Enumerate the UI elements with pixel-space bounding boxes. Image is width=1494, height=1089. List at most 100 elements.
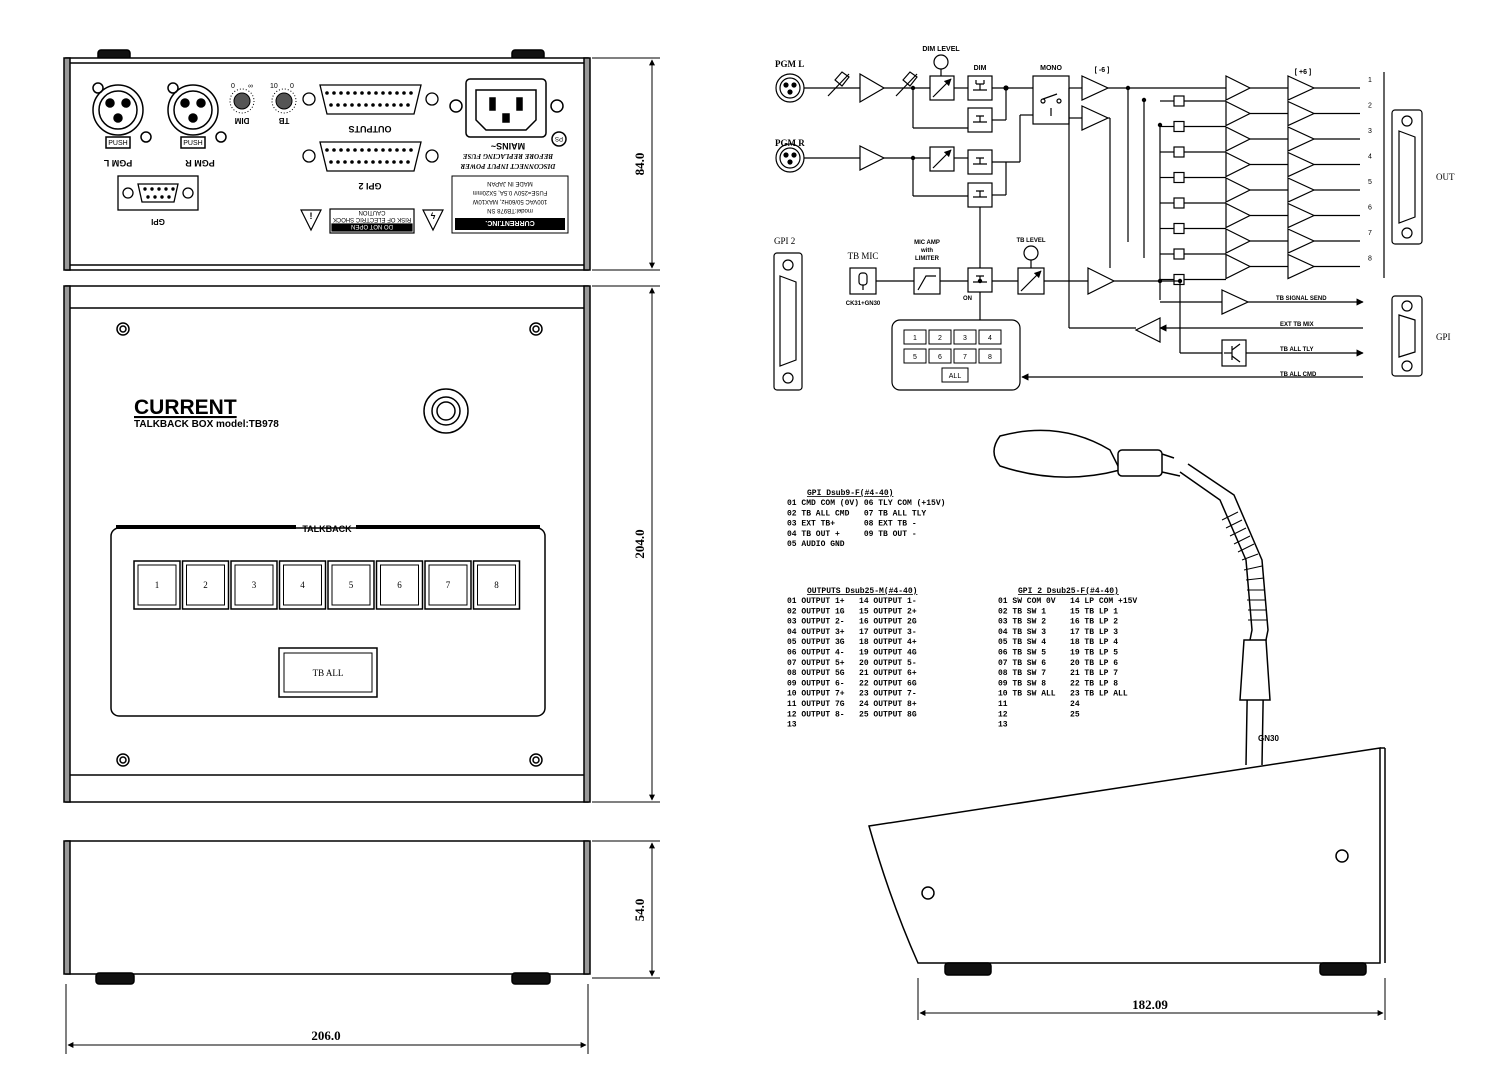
pgm-r-connector — [167, 82, 227, 149]
gooseneck-coil — [1221, 511, 1267, 621]
talkback-button-4[interactable]: 4 — [278, 560, 327, 610]
pinout-table-row: 10 OUTPUT 7+ 23 OUTPUT 7- — [787, 690, 917, 699]
pinout-table-row: 13 — [787, 721, 797, 730]
bd-dim-level-label: DIM LEVEL — [922, 46, 960, 53]
pinout-table-row: 08 TB SW 7 21 TB LP 7 — [998, 669, 1118, 678]
side-view — [868, 747, 1386, 976]
diagram-button-8: 8 — [978, 348, 1002, 364]
tb-all-button-label: TB ALL — [313, 668, 344, 678]
output-channel-3: 3 — [1160, 126, 1372, 158]
gooseneck-microphone — [993, 429, 1271, 766]
pinout-table-title: GPI Dsub9-F(#4-40) — [807, 489, 893, 498]
pinout-table-row: 02 TB SW 1 15 TB LP 1 — [998, 607, 1118, 616]
tb-all-button[interactable] — [278, 647, 378, 698]
pinout-table-row: 10 TB SW ALL 23 TB LP ALL — [998, 690, 1128, 699]
dim-knob-label: DIM — [234, 116, 249, 125]
outputs-dsub25-connector — [302, 84, 439, 115]
bd-tb-all-cmd-label: TB ALL CMD — [1280, 372, 1317, 378]
talkback-button-label: 1 — [155, 580, 160, 590]
caution-line-1: CAUTION — [359, 209, 386, 215]
diagram-button-5: 5 — [903, 348, 927, 364]
fuse-warning-line-2: BEFORE REPLACING FUSE — [463, 152, 555, 160]
junction-dots — [910, 85, 1183, 284]
dimension-rear-height — [592, 57, 660, 271]
talkback-button-3[interactable]: 3 — [230, 560, 278, 610]
talkback-button-label: 5 — [349, 580, 354, 590]
mains-label: MAINS~ — [491, 141, 525, 151]
pinout-table-row: 12 25 — [998, 710, 1080, 719]
talkback-button-8[interactable]: 8 — [472, 560, 521, 610]
diagram-button-7: 7 — [953, 348, 977, 364]
output-channel-number: 2 — [1368, 103, 1372, 110]
diagram-button-all-label: ALL — [949, 373, 962, 380]
bd-pgm-l-label: PGM L — [775, 59, 804, 69]
pinout-table-row: 07 TB SW 6 20 TB LP 6 — [998, 659, 1118, 668]
bd-dim-label: DIM — [974, 65, 987, 72]
gpi-connector-label: GPI — [151, 217, 165, 226]
dimension-side-length-value: 182.09 — [1132, 997, 1168, 1012]
talkback-button-1[interactable]: 1 — [133, 560, 181, 610]
talkback-button-label: 3 — [252, 580, 257, 590]
tb-knob[interactable] — [271, 88, 297, 114]
dim-knob-inf: ∞ — [248, 83, 253, 90]
diagram-button-2: 2 — [928, 329, 952, 345]
dim-knob[interactable] — [229, 88, 255, 114]
dim-knob-zero: 0 — [231, 83, 235, 90]
bd-gpi2-label: GPI 2 — [774, 236, 795, 246]
top-panel-view — [63, 285, 591, 803]
gpi-dsub9-connector — [117, 175, 199, 211]
diagram-button-label: 4 — [988, 335, 992, 342]
bd-ext-tb-mix-label: EXT TB MIX — [1280, 322, 1314, 328]
talkback-button-6[interactable]: 6 — [375, 560, 424, 610]
tb-knob-label: TB — [278, 116, 289, 125]
output-channel-8: 8 — [1160, 253, 1372, 286]
gpi2-pinout-table: GPI 2 Dsub25-F(#4-40)01 SW COM 0V 14 LP … — [998, 587, 1137, 730]
diagram-button-all: ALL — [941, 367, 969, 383]
fuse-warning-line-1: DISCONNECT INPUT POWER — [460, 162, 556, 170]
pinout-table-row: 02 OUTPUT 1G 15 OUTPUT 2+ — [787, 607, 917, 616]
talkback-button-7[interactable]: 7 — [424, 560, 472, 610]
bd-out-label: OUT — [1436, 172, 1455, 182]
output-channel-1: 1 — [1160, 75, 1372, 107]
diagram-button-label: 7 — [963, 354, 967, 361]
pinout-table-title: OUTPUTS Dsub25-M(#4-40) — [807, 587, 917, 596]
block-diagram — [773, 54, 1423, 391]
pinout-table-row: 04 TB SW 3 17 TB LP 3 — [998, 628, 1118, 637]
pinout-table-row: 08 OUTPUT 5G 21 OUTPUT 6+ — [787, 669, 917, 678]
pinout-table-row: 07 OUTPUT 5+ 20 OUTPUT 5- — [787, 659, 917, 668]
bd-mic-model-label: CK31+GN30 — [846, 301, 881, 307]
bd-tb-signal-send-label: TB SIGNAL SEND — [1276, 296, 1327, 302]
output-channel-6: 6 — [1160, 202, 1372, 235]
rating-plate-line-3: FUSE=250V 0.5A, 5X20mm — [473, 189, 548, 195]
diagram-button-1: 1 — [903, 329, 927, 345]
gpi2-dsub25-connector — [302, 141, 439, 172]
bd-pgm-r-label: PGM R — [775, 138, 805, 148]
bd-mic-amp-label-2: with — [920, 248, 933, 254]
shock-icon: ϟ — [431, 211, 436, 221]
output-channel-5: 5 — [1160, 177, 1372, 209]
model-label: TALKBACK BOX model:TB978 — [134, 419, 279, 430]
gpi2-connector-label: GPI 2 — [358, 181, 381, 191]
output-channel-number: 5 — [1368, 179, 1372, 186]
talkback-button-label: 2 — [203, 580, 208, 590]
diagram-button-3: 3 — [953, 329, 977, 345]
talkback-button-5[interactable]: 5 — [327, 560, 375, 610]
talkback-button-label: 4 — [300, 580, 305, 590]
bd-gpi-label: GPI — [1436, 332, 1451, 342]
pinout-table-row: 05 TB SW 4 18 TB LP 4 — [998, 638, 1118, 647]
output-channel-number: 6 — [1368, 205, 1372, 212]
mains-inlet — [449, 78, 567, 147]
pinout-table-row: 01 OUTPUT 1+ 14 OUTPUT 1- — [787, 597, 917, 606]
rating-plate-line-4: MADE IN JAPAN — [487, 180, 533, 186]
diagram-button-label: 8 — [988, 354, 992, 361]
pinout-table-row: 03 OUTPUT 2- 16 OUTPUT 2G — [787, 618, 917, 627]
output-channel-number: 4 — [1368, 154, 1372, 161]
output-channel-7: 7 — [1160, 228, 1372, 260]
talkback-button-2[interactable]: 2 — [181, 560, 230, 610]
talkback-button-label: 6 — [397, 580, 402, 590]
diagram-button-label: 2 — [938, 335, 942, 342]
pinout-table-row: 06 TB SW 5 19 TB LP 5 — [998, 649, 1118, 658]
